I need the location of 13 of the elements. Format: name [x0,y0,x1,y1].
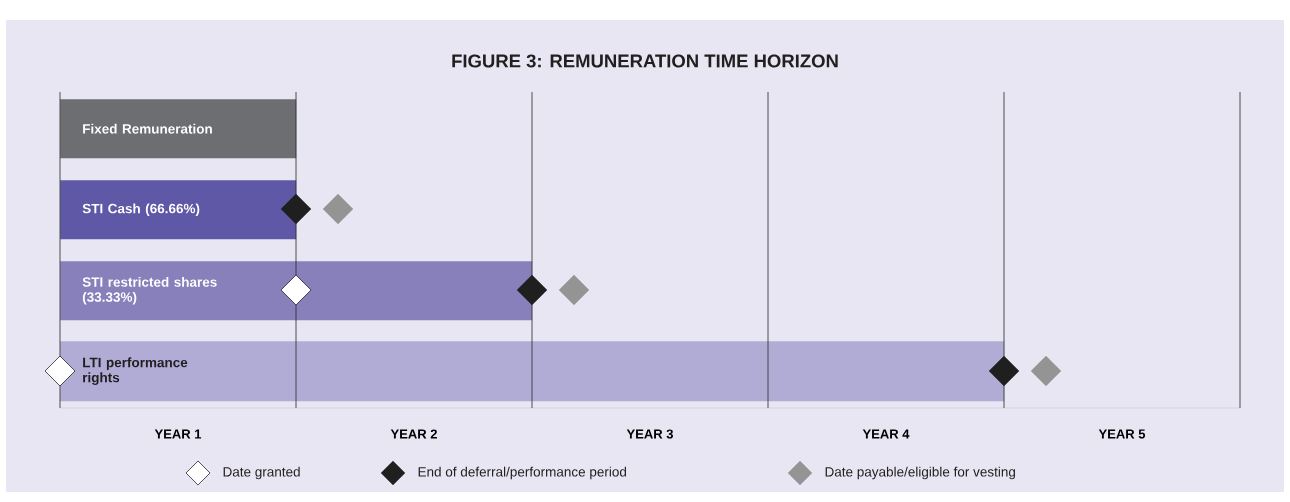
legend-text: Date payable/eligible for vesting [825,466,1015,480]
year-label: YEAR 3 [626,429,673,439]
timeline-bar: LTI performance rights [60,341,1005,402]
title: FIGURE 3: REMUNERATION TIME HORIZON [452,54,838,68]
legend-text: End of deferral/performance period [418,466,626,480]
year-label: YEAR 1 [154,429,202,439]
year-label: YEAR 5 [1098,429,1146,439]
legend-text: Date granted [223,466,300,480]
year-label: YEAR 4 [862,429,910,439]
timeline-bar: Fixed Remuneration [60,99,297,159]
timeline-bar: STI Cash (66.66%) [60,180,297,240]
timeline-bar: STI restricted shares (33.33%) [60,261,533,321]
year-label: YEAR 2 [390,429,437,439]
